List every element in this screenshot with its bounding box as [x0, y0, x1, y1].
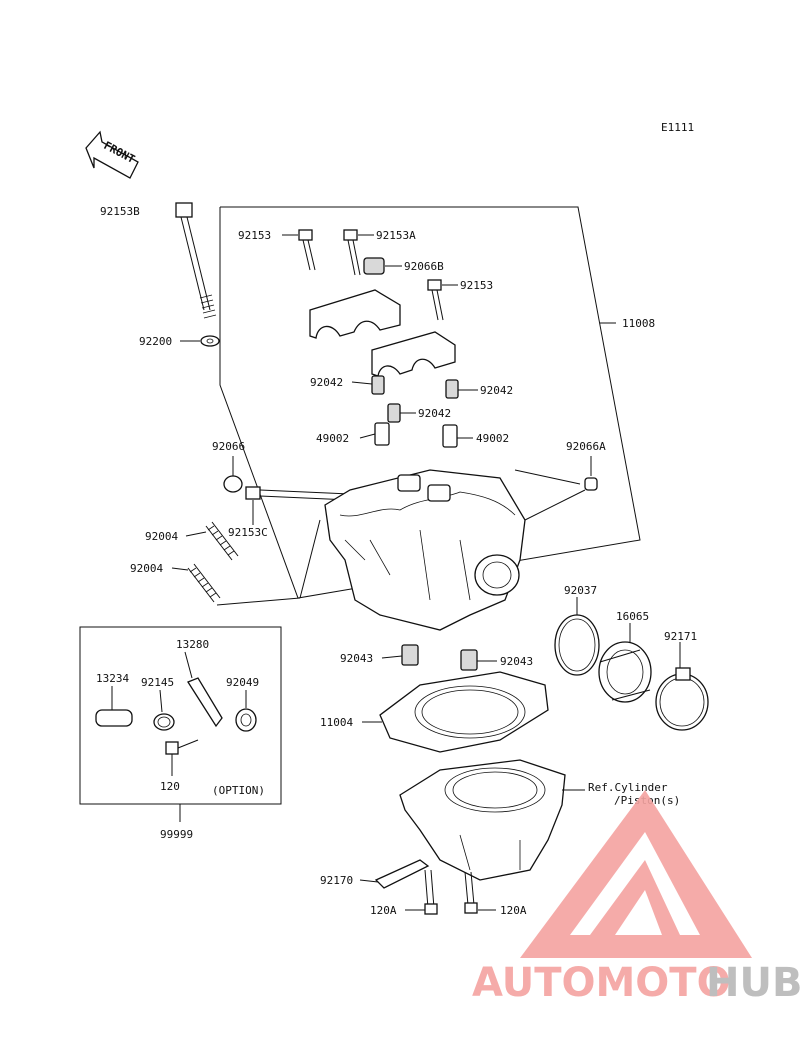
label-92043-a: 92043: [340, 652, 373, 665]
bolt-92153B: [175, 202, 217, 319]
holder-16065: [598, 641, 652, 703]
label-92066: 92066: [212, 440, 245, 453]
label-92200: 92200: [139, 335, 172, 348]
dowel-92042-b: [445, 379, 459, 399]
bolt-120A-b: [464, 871, 478, 914]
leader-lines: [111, 234, 681, 911]
label-92153B: 92153B: [100, 205, 140, 218]
label-92153C: 92153C: [228, 526, 268, 539]
label-92004-b: 92004: [130, 562, 163, 575]
label-92043-b: 92043: [500, 655, 533, 668]
diagram-code: E1111: [661, 121, 694, 134]
label-92153-a: 92153: [238, 229, 271, 242]
bolt-92153-left: [298, 229, 316, 271]
label-11004: 11004: [320, 716, 353, 729]
label-ref-cylinder: Ref.Cylinder: [588, 781, 668, 794]
pin-92066A: [584, 477, 598, 491]
label-92042-a: 92042: [310, 376, 343, 389]
label-92066A: 92066A: [566, 440, 606, 453]
dowel-92042-a: [371, 375, 385, 395]
label-120A-a: 120A: [370, 904, 397, 917]
label-92153A: 92153A: [376, 229, 416, 242]
guide-49002-a: [374, 422, 390, 446]
label-92049: 92049: [226, 676, 259, 689]
label-49002-b: 49002: [476, 432, 509, 445]
label-92171: 92171: [664, 630, 697, 643]
label-92037: 92037: [564, 584, 597, 597]
stud-92004-a: [205, 521, 239, 561]
label-13280: 13280: [176, 638, 209, 651]
label-16065: 16065: [616, 610, 649, 623]
washer-92200: [200, 335, 220, 347]
label-99999: 99999: [160, 828, 193, 841]
automotohub-logo: AUTOMOTO HUB: [472, 790, 800, 1006]
head-gasket-11004: [379, 671, 549, 753]
label-92170: 92170: [320, 874, 353, 887]
bolt-92153-right: [427, 279, 444, 321]
option-parts: [95, 677, 257, 755]
plug-92066B: [363, 257, 385, 275]
svg-text:HUB: HUB: [706, 960, 800, 1006]
guide-49002-b: [442, 424, 458, 448]
label-120: 120: [160, 780, 180, 793]
dowel-92043-b: [460, 649, 478, 671]
label-92004-a: 92004: [145, 530, 178, 543]
bolt-92153C: [245, 486, 351, 501]
bolt-120A-a: [424, 869, 438, 915]
label-92042-c: 92042: [418, 407, 451, 420]
label-92153-b: 92153: [460, 279, 493, 292]
label-92145: 92145: [141, 676, 174, 689]
svg-text:AUTOMOTO: AUTOMOTO: [472, 960, 731, 1006]
label-92042-b: 92042: [480, 384, 513, 397]
stud-92004-b: [187, 563, 221, 603]
bolt-92153A: [343, 229, 361, 276]
cam-cap-upper: [309, 289, 401, 339]
label-120A-b: 120A: [500, 904, 527, 917]
label-13234: 13234: [96, 672, 129, 685]
clamp-92171: [655, 667, 709, 731]
front-arrow-icon: FRONT: [85, 130, 139, 179]
label-92066B: 92066B: [404, 260, 444, 273]
plug-92066: [223, 475, 243, 493]
label-11008: 11008: [622, 317, 655, 330]
label-option: (OPTION): [212, 784, 265, 797]
cylinder: [399, 759, 566, 881]
cam-cap-lower: [371, 331, 456, 377]
clamp-92037: [554, 614, 600, 676]
dowel-92042-c: [387, 403, 401, 423]
label-49002-a: 49002: [316, 432, 349, 445]
dowel-92043-a: [401, 644, 419, 666]
cylinder-head: [324, 469, 526, 631]
plate-92170: [374, 859, 430, 889]
